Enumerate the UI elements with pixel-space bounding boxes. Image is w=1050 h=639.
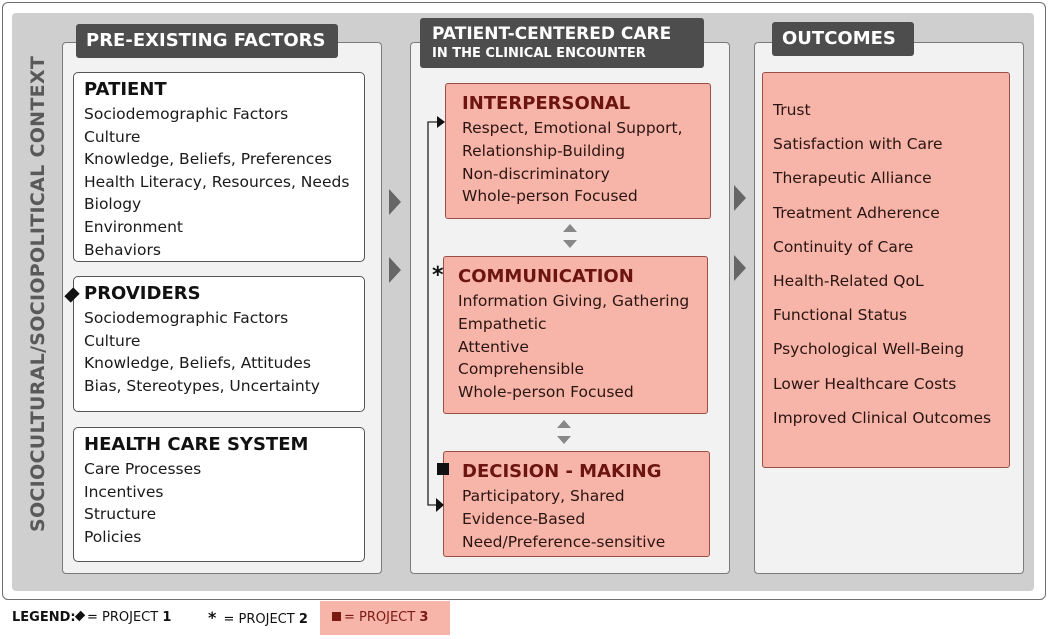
legend-project1-num: 1 — [162, 610, 172, 625]
arrowhead-icon — [437, 116, 445, 128]
legend: LEGEND: = PROJECT 1 * = PROJECT 2 = PROJ… — [12, 601, 472, 635]
diamond-icon — [74, 610, 86, 622]
patient-item: Biology — [84, 195, 142, 214]
health-care-system-item: Care Processes — [84, 460, 202, 478]
legend-project2: * = PROJECT 2 — [208, 601, 308, 635]
square-icon — [437, 463, 449, 475]
asterisk-icon: * — [208, 608, 217, 627]
communication-item: Attentive — [458, 337, 529, 356]
outcomes-header: OUTCOMES — [772, 22, 914, 56]
providers-item: Bias, Stereotypes, Uncertainty — [84, 376, 320, 395]
connector-layer — [389, 116, 746, 512]
health-care-system-item: Incentives — [84, 482, 164, 501]
interpersonal-title: INTERPERSONAL — [462, 93, 631, 114]
outcome-item: Improved Clinical Outcomes — [773, 408, 992, 427]
double-arrow-icon — [563, 224, 577, 248]
legend-project2-text: = PROJECT — [219, 612, 299, 627]
communication-item: Information Giving, Gathering — [458, 292, 690, 310]
health-care-system-item: Policies — [84, 527, 142, 546]
decision-making-item: Need/Preference-sensitive — [462, 532, 666, 551]
providers-box: PROVIDERS Sociodemographic Factors Cultu… — [73, 276, 365, 412]
outcome-item: Trust — [773, 101, 811, 119]
outcome-item: Therapeutic Alliance — [773, 169, 932, 188]
square-icon — [332, 612, 341, 621]
patient-item: Environment — [84, 217, 183, 236]
providers-item: Knowledge, Beliefs, Attitudes — [84, 354, 311, 373]
providers-title: PROVIDERS — [84, 283, 201, 304]
communication-title: COMMUNICATION — [458, 266, 634, 287]
legend-label: LEGEND: — [12, 610, 76, 625]
outcome-item: Psychological Well-Being — [773, 340, 965, 359]
legend-project3-num: 3 — [419, 610, 429, 625]
interpersonal-item: Non-discriminatory — [462, 164, 610, 183]
outcomes-box: Trust Satisfaction with Care Therapeutic… — [762, 72, 1010, 468]
patient-item: Behaviors — [84, 240, 161, 259]
decision-making-item: Evidence-Based — [462, 509, 586, 528]
communication-box: COMMUNICATION Information Giving, Gather… — [443, 256, 708, 414]
interpersonal-box: INTERPERSONAL Respect, Emotional Support… — [445, 83, 711, 219]
providers-item: Sociodemographic Factors — [84, 309, 289, 327]
health-care-system-box: HEALTH CARE SYSTEM Care Processes Incent… — [73, 427, 365, 562]
triangle-right-icon — [389, 257, 401, 283]
communication-item: Comprehensible — [458, 360, 585, 379]
providers-item: Culture — [84, 331, 141, 350]
patient-centered-care-header: PATIENT-CENTERED CARE IN THE CLINICAL EN… — [420, 18, 704, 68]
triangle-right-icon — [734, 255, 746, 281]
patient-item: Health Literacy, Resources, Needs — [84, 172, 350, 191]
communication-item: Empathetic — [458, 314, 547, 333]
pre-existing-factors-header: PRE-EXISTING FACTORS — [76, 24, 338, 58]
decision-making-box: DECISION - MAKING Participatory, Shared … — [443, 451, 710, 557]
legend-project1-text: = PROJECT — [87, 610, 163, 625]
legend-project1: = PROJECT 1 — [74, 601, 172, 635]
interpersonal-item: Whole-person Focused — [462, 187, 638, 206]
legend-project2-num: 2 — [298, 612, 308, 627]
arrowhead-icon — [436, 498, 444, 512]
outcome-item: Functional Status — [773, 306, 908, 325]
decision-making-title: DECISION - MAKING — [462, 461, 662, 482]
patient-item: Knowledge, Beliefs, Preferences — [84, 150, 332, 169]
legend-project3-text: = PROJECT — [344, 610, 420, 625]
pcc-header-line2: IN THE CLINICAL ENCOUNTER — [432, 46, 646, 61]
patient-title: PATIENT — [84, 79, 167, 100]
asterisk-icon: * — [432, 263, 444, 288]
triangle-right-icon — [734, 185, 746, 211]
pcc-header-line1: PATIENT-CENTERED CARE — [432, 24, 672, 44]
patient-item: Sociodemographic Factors — [84, 105, 289, 123]
patient-item: Culture — [84, 127, 141, 146]
interpersonal-item: Respect, Emotional Support, — [462, 119, 683, 137]
health-care-system-title: HEALTH CARE SYSTEM — [84, 434, 309, 455]
decision-making-item: Participatory, Shared — [462, 487, 625, 505]
outcome-item: Satisfaction with Care — [773, 135, 943, 154]
communication-item: Whole-person Focused — [458, 383, 634, 402]
health-care-system-item: Structure — [84, 505, 157, 524]
outcome-item: Treatment Adherence — [773, 203, 940, 222]
triangle-right-icon — [389, 189, 401, 215]
double-arrow-icon — [557, 420, 571, 444]
outcome-item: Lower Healthcare Costs — [773, 374, 957, 393]
interpersonal-item: Relationship-Building — [462, 141, 626, 160]
legend-project3: = PROJECT 3 — [320, 601, 450, 635]
outcome-item: Health-Related QoL — [773, 272, 924, 291]
outcome-item: Continuity of Care — [773, 237, 914, 256]
patient-box: PATIENT Sociodemographic Factors Culture… — [73, 72, 365, 262]
feedback-bracket-line — [427, 121, 444, 506]
